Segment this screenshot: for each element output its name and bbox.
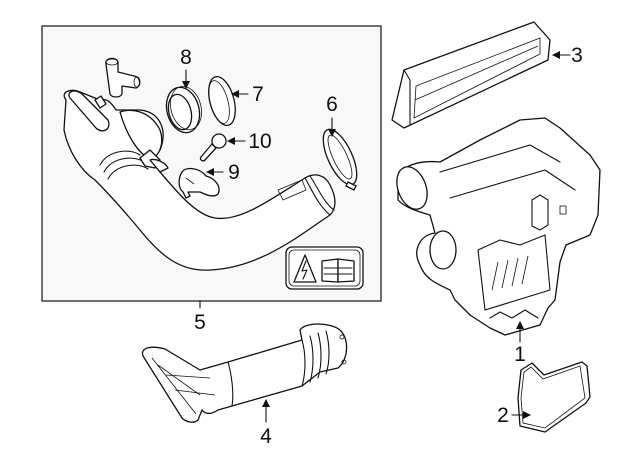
air-filter-element[interactable] — [391, 21, 551, 129]
callout-3: 3 — [571, 44, 583, 67]
callout-10: 10 — [248, 130, 271, 153]
inlet-duct[interactable] — [141, 323, 348, 423]
grommet[interactable] — [162, 83, 207, 136]
callout-6: 6 — [326, 93, 338, 116]
warning-badge — [285, 246, 364, 290]
callout-leaders — [182, 51, 571, 423]
callout-7: 7 — [252, 83, 264, 106]
callout-9: 9 — [228, 161, 240, 184]
callout-5: 5 — [194, 311, 206, 334]
sensor[interactable] — [178, 167, 220, 199]
intake-hose-assembly[interactable] — [63, 89, 336, 271]
service-manual-icon — [321, 258, 355, 283]
t-fitting[interactable] — [105, 57, 141, 98]
bolt[interactable] — [199, 133, 227, 162]
callout-4: 4 — [260, 425, 272, 448]
callout-8: 8 — [180, 46, 192, 69]
callout-2: 2 — [497, 404, 509, 427]
housing-gasket[interactable] — [517, 361, 591, 433]
callout-1: 1 — [514, 343, 526, 366]
high-voltage-warning-icon — [293, 254, 317, 283]
hose-clamp[interactable] — [316, 125, 363, 191]
air-cleaner-housing[interactable] — [391, 117, 601, 336]
